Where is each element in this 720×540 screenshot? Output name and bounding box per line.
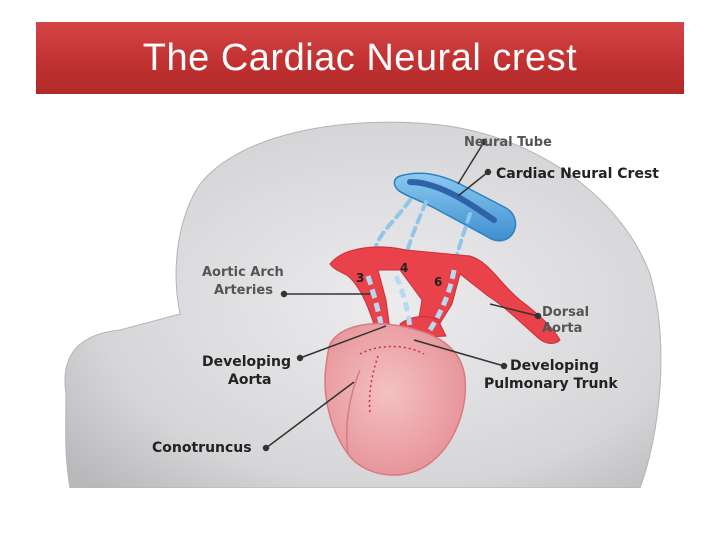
label-dorsal-aorta-line1: Dorsal xyxy=(542,305,589,320)
label-pulmonary-trunk-line1: Developing xyxy=(510,358,599,374)
label-neural-tube: Neural Tube xyxy=(464,135,552,150)
label-conotruncus: Conotruncus xyxy=(152,440,252,456)
label-dorsal-aorta-line2: Aorta xyxy=(542,321,582,336)
label-pulmonary-trunk-line2: Pulmonary Trunk xyxy=(484,376,618,392)
cardiac-neural-crest-diagram: Neural Tube Cardiac Neural Crest Aortic … xyxy=(60,104,700,489)
title-bar: The Cardiac Neural crest xyxy=(36,22,684,94)
label-developing-aorta-line1: Developing xyxy=(202,354,291,370)
label-aortic-arch-line1: Aortic Arch xyxy=(202,265,284,280)
label-developing-aorta-line2: Aorta xyxy=(228,372,272,388)
label-cardiac-neural-crest: Cardiac Neural Crest xyxy=(496,166,659,182)
slide-title: The Cardiac Neural crest xyxy=(142,36,578,79)
diagram-svg: Neural Tube Cardiac Neural Crest Aortic … xyxy=(64,121,662,489)
neural-tube xyxy=(393,172,517,242)
label-arch-6: 6 xyxy=(434,275,442,289)
heart xyxy=(324,323,467,476)
label-arch-4: 4 xyxy=(400,261,408,275)
leader-lines xyxy=(262,138,542,452)
label-aortic-arch-line2: Arteries xyxy=(214,283,273,298)
label-arch-3: 3 xyxy=(356,271,364,285)
